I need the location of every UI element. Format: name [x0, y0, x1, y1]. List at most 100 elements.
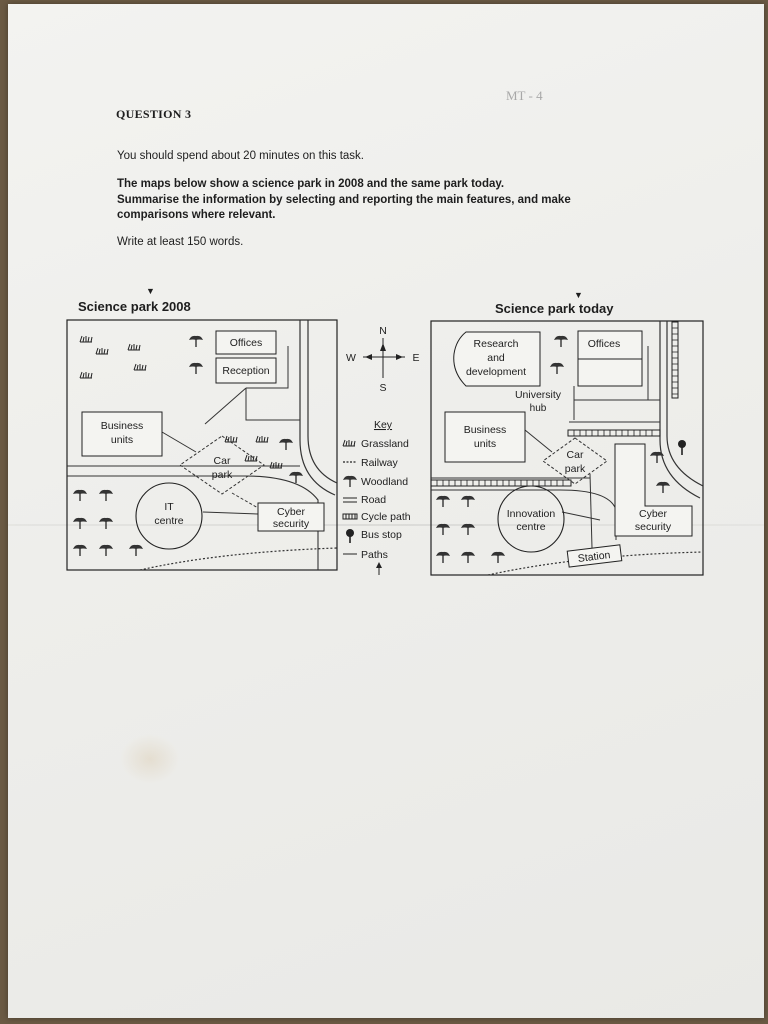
- road: [666, 321, 704, 487]
- it-centre-label: centre: [154, 515, 183, 527]
- road: [659, 321, 701, 499]
- key-label: Railway: [361, 457, 399, 469]
- business-units-label: Business: [464, 424, 507, 436]
- road: [67, 475, 319, 570]
- bus-stop-icon: [346, 529, 354, 537]
- car-park-label: Car: [214, 455, 231, 467]
- key-label: Cycle path: [361, 511, 411, 523]
- offices-building: [215, 330, 277, 355]
- woodland-icon: [342, 475, 358, 488]
- bus-stop-icon: [678, 440, 686, 448]
- compass-n: N: [379, 325, 387, 337]
- map-today-border: [430, 320, 704, 576]
- grassland-icon: [342, 439, 356, 447]
- business-units-building: [444, 411, 526, 463]
- research-label: Research: [474, 338, 519, 350]
- word-count-instruction: Write at least 150 words.: [117, 236, 244, 248]
- cycle-path: [671, 321, 679, 399]
- compass-w: W: [346, 352, 356, 364]
- pointer-mark: ▼: [146, 286, 155, 296]
- key-label: Bus stop: [361, 529, 402, 541]
- business-units-building: [81, 411, 163, 457]
- cycle-path: [430, 479, 572, 487]
- reception-building: [215, 357, 277, 384]
- road: [299, 320, 336, 496]
- key-label: Grassland: [361, 438, 409, 450]
- it-centre-label: IT: [164, 501, 174, 513]
- key-title: Key: [374, 419, 393, 431]
- offices-label: Offices: [588, 338, 620, 350]
- car-park-area: [542, 437, 608, 485]
- task-instructions: The maps below show a science park in 20…: [117, 177, 677, 224]
- cyber-security-label: security: [635, 521, 672, 533]
- university-hub-building: [577, 358, 643, 387]
- business-units-label: Business: [101, 420, 144, 432]
- research-building: [453, 331, 541, 387]
- research-label: development: [466, 366, 526, 378]
- compass-east-arrow: [396, 354, 403, 360]
- map-2008: Offices Reception Business units Car par…: [66, 319, 338, 571]
- intro-text: You should spend about 20 minutes on thi…: [117, 150, 364, 162]
- task-line: comparisons where relevant.: [117, 209, 276, 221]
- compass-west-arrow: [365, 354, 372, 360]
- road: [246, 346, 289, 389]
- offices-label: Offices: [230, 337, 262, 349]
- path: [161, 431, 197, 453]
- innovation-centre-label: centre: [516, 521, 545, 533]
- cycle-path-icon: [342, 513, 358, 520]
- path: [524, 429, 553, 453]
- key-label: Woodland: [361, 476, 408, 488]
- path: [561, 511, 601, 521]
- road: [245, 388, 300, 421]
- compass-north-arrow: [380, 343, 386, 351]
- path: [204, 387, 247, 425]
- it-centre-building: [135, 482, 203, 550]
- cyber-security-building: [257, 502, 325, 532]
- innovation-centre-building: [497, 485, 565, 553]
- pointer-mark: ▼: [574, 290, 583, 300]
- compass-s: S: [379, 382, 386, 394]
- cycle-path: [567, 429, 661, 437]
- university-hub-label: University: [515, 389, 562, 401]
- arrow-up-icon: [376, 562, 382, 568]
- path: [231, 492, 259, 509]
- cyber-security-label: security: [273, 518, 310, 530]
- margin-note: MT - 4: [506, 88, 543, 103]
- compass-e: E: [412, 352, 419, 364]
- road: [307, 320, 338, 484]
- cyber-security-label: Cyber: [639, 508, 668, 520]
- station-building: [566, 544, 623, 568]
- car-park-area: [179, 435, 265, 495]
- business-units-label: units: [474, 438, 496, 450]
- map-today: Research and development Offices Univers…: [430, 320, 704, 576]
- university-hub-label: hub: [530, 403, 547, 414]
- question-title: QUESTION 3: [116, 107, 192, 121]
- cycle-path-icon: [345, 514, 356, 519]
- paper-stain: [120, 734, 180, 784]
- map-2008-title: Science park 2008: [78, 299, 191, 314]
- station-label: Station: [577, 549, 611, 565]
- innovation-centre-label: Innovation: [507, 508, 556, 520]
- task-line: Summarise the information by selecting a…: [117, 193, 571, 206]
- business-units-label: units: [111, 434, 133, 446]
- research-label: and: [487, 352, 505, 364]
- map-2008-border: [66, 319, 338, 571]
- key-label: Paths: [361, 549, 388, 561]
- compass: N S W E: [346, 325, 419, 394]
- car-park-label: park: [212, 469, 233, 481]
- map-key: Key Grassland Railway Woodland Road Cycl…: [342, 419, 411, 575]
- path: [589, 473, 593, 549]
- key-label: Road: [361, 494, 386, 506]
- paper-fold-crease: [8, 524, 764, 526]
- cyber-security-label: Cyber: [277, 506, 306, 518]
- car-park-label: park: [565, 463, 586, 475]
- car-park-label: Car: [567, 449, 584, 461]
- railway: [139, 547, 338, 571]
- reception-label: Reception: [222, 365, 269, 377]
- map-today-title: Science park today: [495, 301, 614, 316]
- road: [573, 386, 660, 420]
- path: [202, 511, 259, 515]
- task-line: The maps below show a science park in 20…: [117, 178, 505, 190]
- cyber-security-building: [614, 443, 693, 537]
